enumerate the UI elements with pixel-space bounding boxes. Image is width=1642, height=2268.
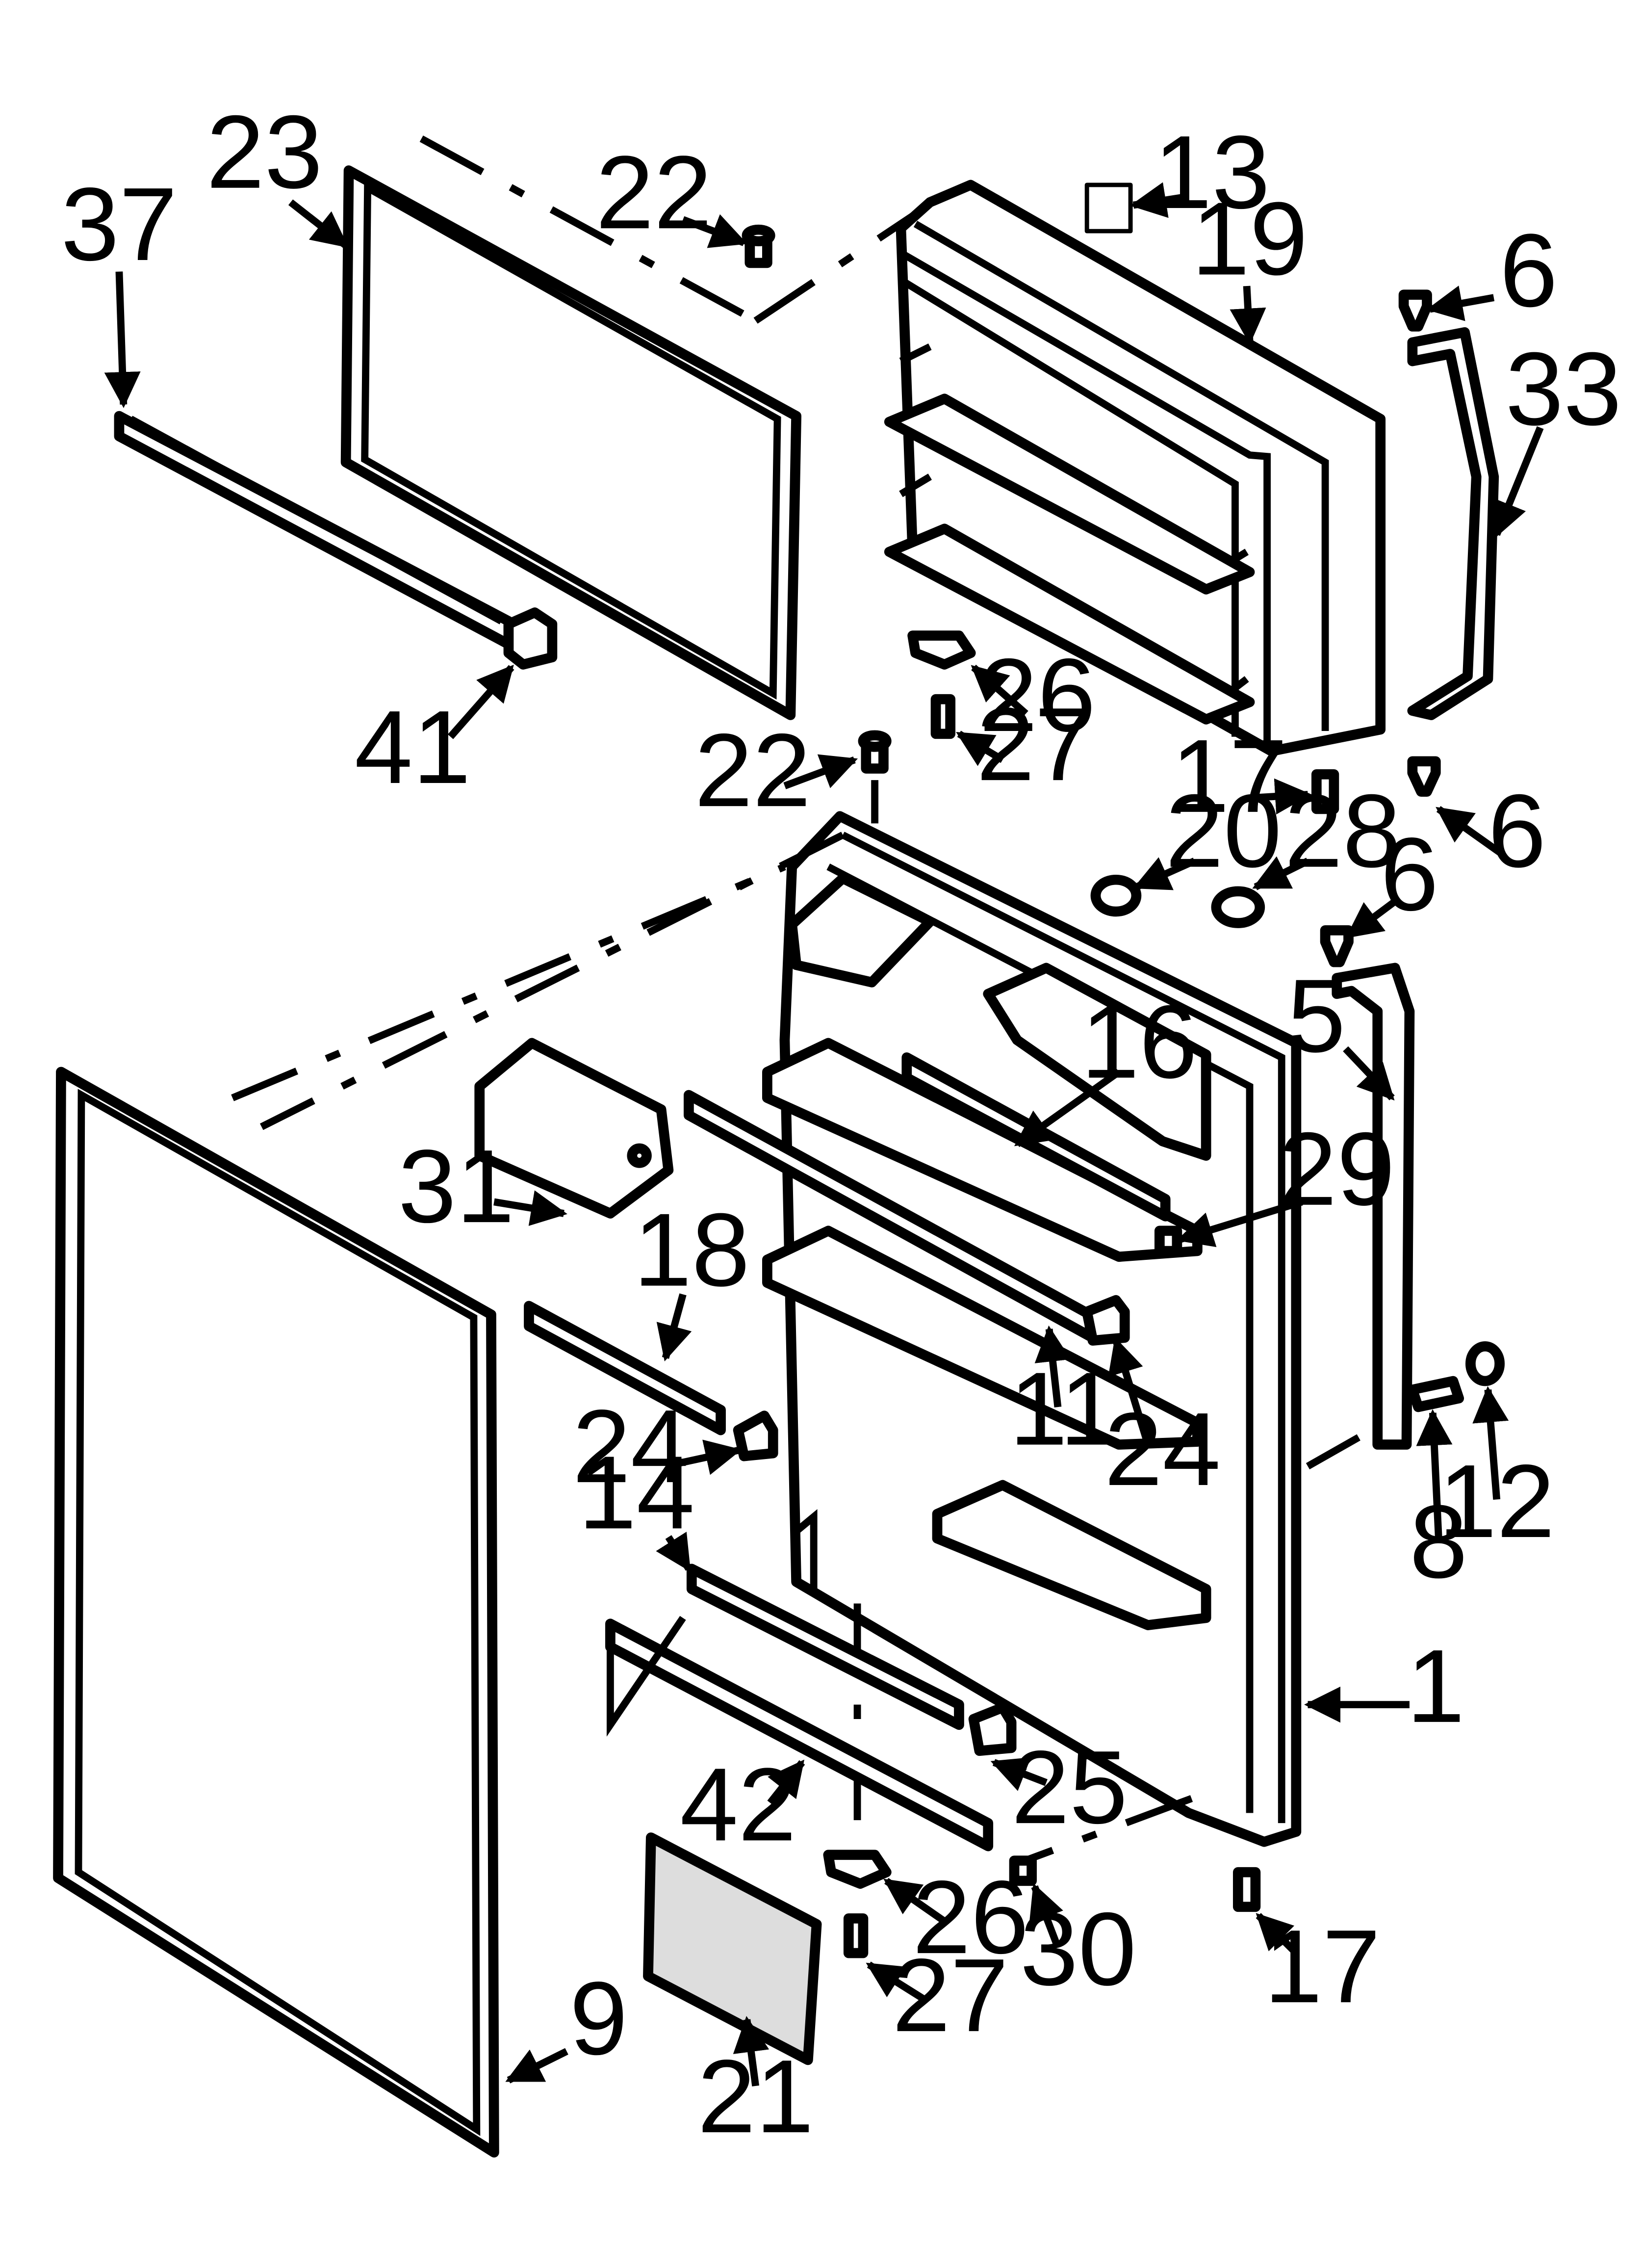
callout-41: 41 [355, 689, 471, 806]
callout-16: 16 [1081, 984, 1197, 1100]
callout-17-top: 17 [1171, 718, 1287, 834]
callout-6-fresh: 6 [1381, 816, 1439, 933]
callout-12: 12 [1438, 1443, 1555, 1560]
shelf-bar-18 [524, 1301, 726, 1435]
callout-33: 33 [1505, 331, 1621, 447]
callout-13: 13 [1154, 114, 1270, 231]
door-pin-22-top [742, 224, 775, 268]
callout-26-top: 26 [979, 637, 1096, 754]
callout-18: 18 [634, 1192, 750, 1308]
cover-12 [1465, 1341, 1505, 1386]
callout-1: 1 [1407, 1628, 1465, 1745]
callout-31: 31 [398, 1128, 514, 1245]
callout-leaders [104, 182, 1544, 2086]
callout-19: 19 [1191, 181, 1308, 297]
hinge-screw-27-top [930, 694, 956, 739]
callout-28: 28 [1284, 773, 1401, 889]
callout-22-top: 22 [596, 134, 712, 251]
callout-23: 23 [206, 94, 323, 210]
end-cap-29 [1154, 1225, 1182, 1256]
callout-17-lower: 17 [1264, 1908, 1381, 2025]
callout-11: 11 [1009, 1351, 1118, 1467]
callout-30: 30 [1020, 1891, 1136, 2007]
screw-6-lower [1407, 756, 1441, 797]
screw-17-lower [1232, 1867, 1261, 1912]
screw-8 [1407, 1376, 1464, 1412]
hinge-bushing-26-top [907, 630, 976, 670]
callout-6-lower: 6 [1488, 773, 1546, 889]
fresh-food-door-gasket [53, 1067, 1360, 2158]
end-cap-24-left [733, 1410, 778, 1461]
callout-6-top: 6 [1500, 212, 1558, 329]
hinge-bushing-26-lower [823, 1850, 892, 1889]
freezer-door-handle [1407, 327, 1499, 720]
callout-14: 14 [578, 1434, 694, 1551]
callout-26-lower: 26 [913, 1859, 1029, 1976]
end-cap-30 [1009, 1855, 1037, 1886]
screw-6-top [1398, 289, 1432, 332]
end-cap-25 [968, 1702, 1017, 1756]
callout-37: 37 [61, 166, 177, 283]
door-pin-22-mid [858, 730, 892, 774]
callout-labels: 23 37 41 22 13 19 6 33 26 27 22 17 6 20 … [61, 94, 1621, 2155]
hinge-screw-27-lower [843, 1913, 869, 1958]
dairy-door [474, 1038, 674, 1219]
callout-22-mid: 22 [694, 712, 811, 829]
callout-8: 8 [1410, 1484, 1468, 1600]
shelf-bar-42 [605, 1616, 994, 1851]
label-13 [1084, 182, 1133, 234]
callout-25: 25 [1011, 1729, 1128, 1846]
callout-9: 9 [569, 1960, 628, 2077]
screw-17-top [1311, 769, 1339, 814]
callout-5: 5 [1287, 958, 1346, 1074]
callout-29: 29 [1279, 1111, 1395, 1227]
cover-20 [1090, 874, 1142, 917]
bar-end-cap-41 [503, 607, 558, 670]
callout-27-lower: 27 [892, 1937, 1008, 2054]
plug-28 [1211, 886, 1265, 928]
callout-24-left: 24 [572, 1388, 689, 1505]
callout-42: 42 [680, 1747, 796, 1863]
shelf-bar-14 [686, 1564, 964, 1730]
end-cap-24-right [1081, 1295, 1130, 1346]
callout-21: 21 [697, 2038, 814, 2155]
shelf-liner-21 [643, 1832, 822, 2065]
callout-24-right: 24 [1104, 1391, 1221, 1508]
callout-20: 20 [1165, 773, 1282, 889]
freezer-door-liner [884, 180, 1386, 756]
callout-27-top: 27 [976, 686, 1093, 803]
